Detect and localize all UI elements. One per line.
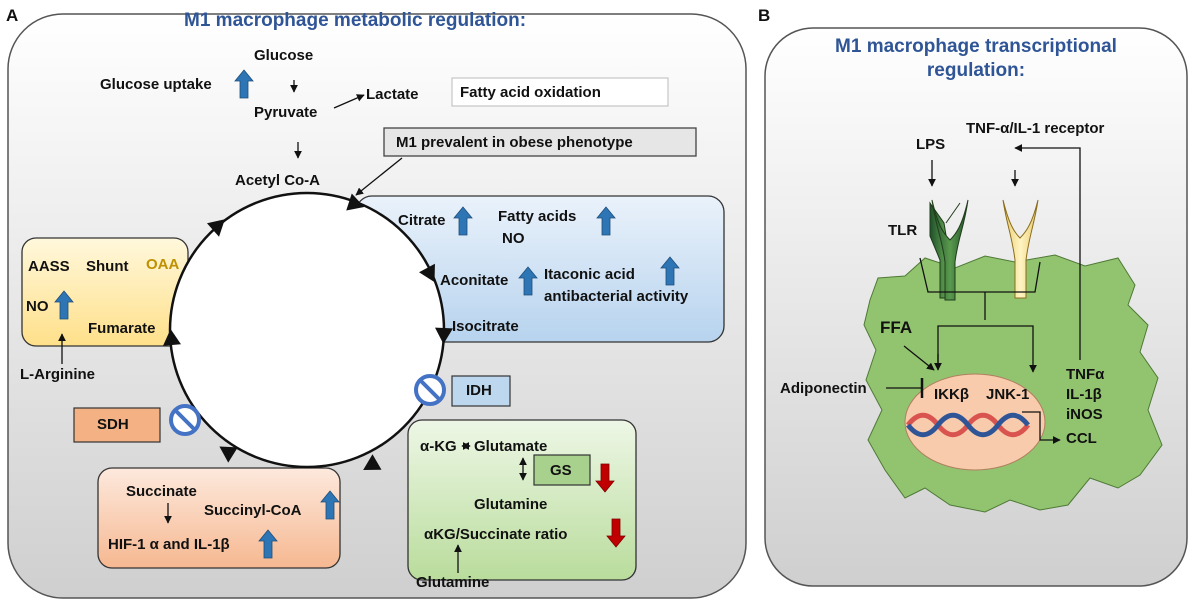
glucose-uptake-label: Glucose uptake xyxy=(100,76,212,93)
no-label-blue: NO xyxy=(502,230,525,247)
output-ccl: CCL xyxy=(1066,430,1097,447)
acetyl-coa-label: Acetyl Co-A xyxy=(235,172,321,189)
output-inos: iNOS xyxy=(1066,406,1103,423)
shunt-label: Shunt xyxy=(86,258,129,275)
akg-succinate-ratio-label: αKG/Succinate ratio xyxy=(424,526,568,543)
glutamine-inner-label: Glutamine xyxy=(474,496,548,513)
fumarate-label: Fumarate xyxy=(88,320,156,337)
panel-b-title-line1: M1 macrophage transcriptional xyxy=(835,36,1117,57)
itaconic-acid-label: Itaconic acid xyxy=(544,266,635,283)
ffa-label: FFA xyxy=(880,318,913,337)
jnk1-label: JNK-1 xyxy=(986,386,1030,403)
tlr-label: TLR xyxy=(888,222,918,239)
isocitrate-label: Isocitrate xyxy=(452,318,519,335)
glutamine-bottom-label: Glutamine xyxy=(416,574,490,591)
fatty-acids-label: Fatty acids xyxy=(498,208,577,225)
adiponectin-label: Adiponectin xyxy=(780,380,867,397)
panel-a-title: M1 macrophage metabolic regulation: xyxy=(184,10,527,31)
pyruvate-label: Pyruvate xyxy=(254,104,318,121)
oaa-label: OAA xyxy=(146,256,180,273)
akg-label: α-KG xyxy=(420,438,457,455)
output-il1b: IL-1β xyxy=(1066,386,1102,403)
gs-label: GS xyxy=(550,462,572,479)
lps-label: LPS xyxy=(916,136,946,153)
no-label-yellow: NO xyxy=(26,298,49,315)
panel-b-title-line2: regulation: xyxy=(926,60,1026,81)
lactate-label: Lactate xyxy=(366,86,419,103)
ikkb-label: IKKβ xyxy=(934,386,969,403)
aconitate-label: Aconitate xyxy=(440,272,509,289)
fatty-acid-oxidation-label: Fatty acid oxidation xyxy=(460,84,601,101)
obese-phenotype-label: M1 prevalent in obese phenotype xyxy=(396,134,633,151)
aass-label: AASS xyxy=(28,258,70,275)
glutamate-label: Glutamate xyxy=(474,438,548,455)
antibacterial-label: antibacterial activity xyxy=(544,288,689,305)
idh-label: IDH xyxy=(466,382,492,399)
l-arginine-label: L-Arginine xyxy=(20,366,95,383)
hif-label: HIF-1 α and IL-1β xyxy=(108,536,230,553)
glucose-label: Glucose xyxy=(254,47,314,64)
panel-a-letter: A xyxy=(6,6,19,25)
panel-b-letter: B xyxy=(758,6,771,25)
succinate-label: Succinate xyxy=(126,483,197,500)
output-tnfa: TNFα xyxy=(1066,366,1105,383)
succinyl-coa-label: Succinyl-CoA xyxy=(204,502,302,519)
sdh-label: SDH xyxy=(97,416,129,433)
citrate-label: Citrate xyxy=(398,212,446,229)
tnf-receptor-label: TNF-α/IL-1 receptor xyxy=(966,120,1105,137)
